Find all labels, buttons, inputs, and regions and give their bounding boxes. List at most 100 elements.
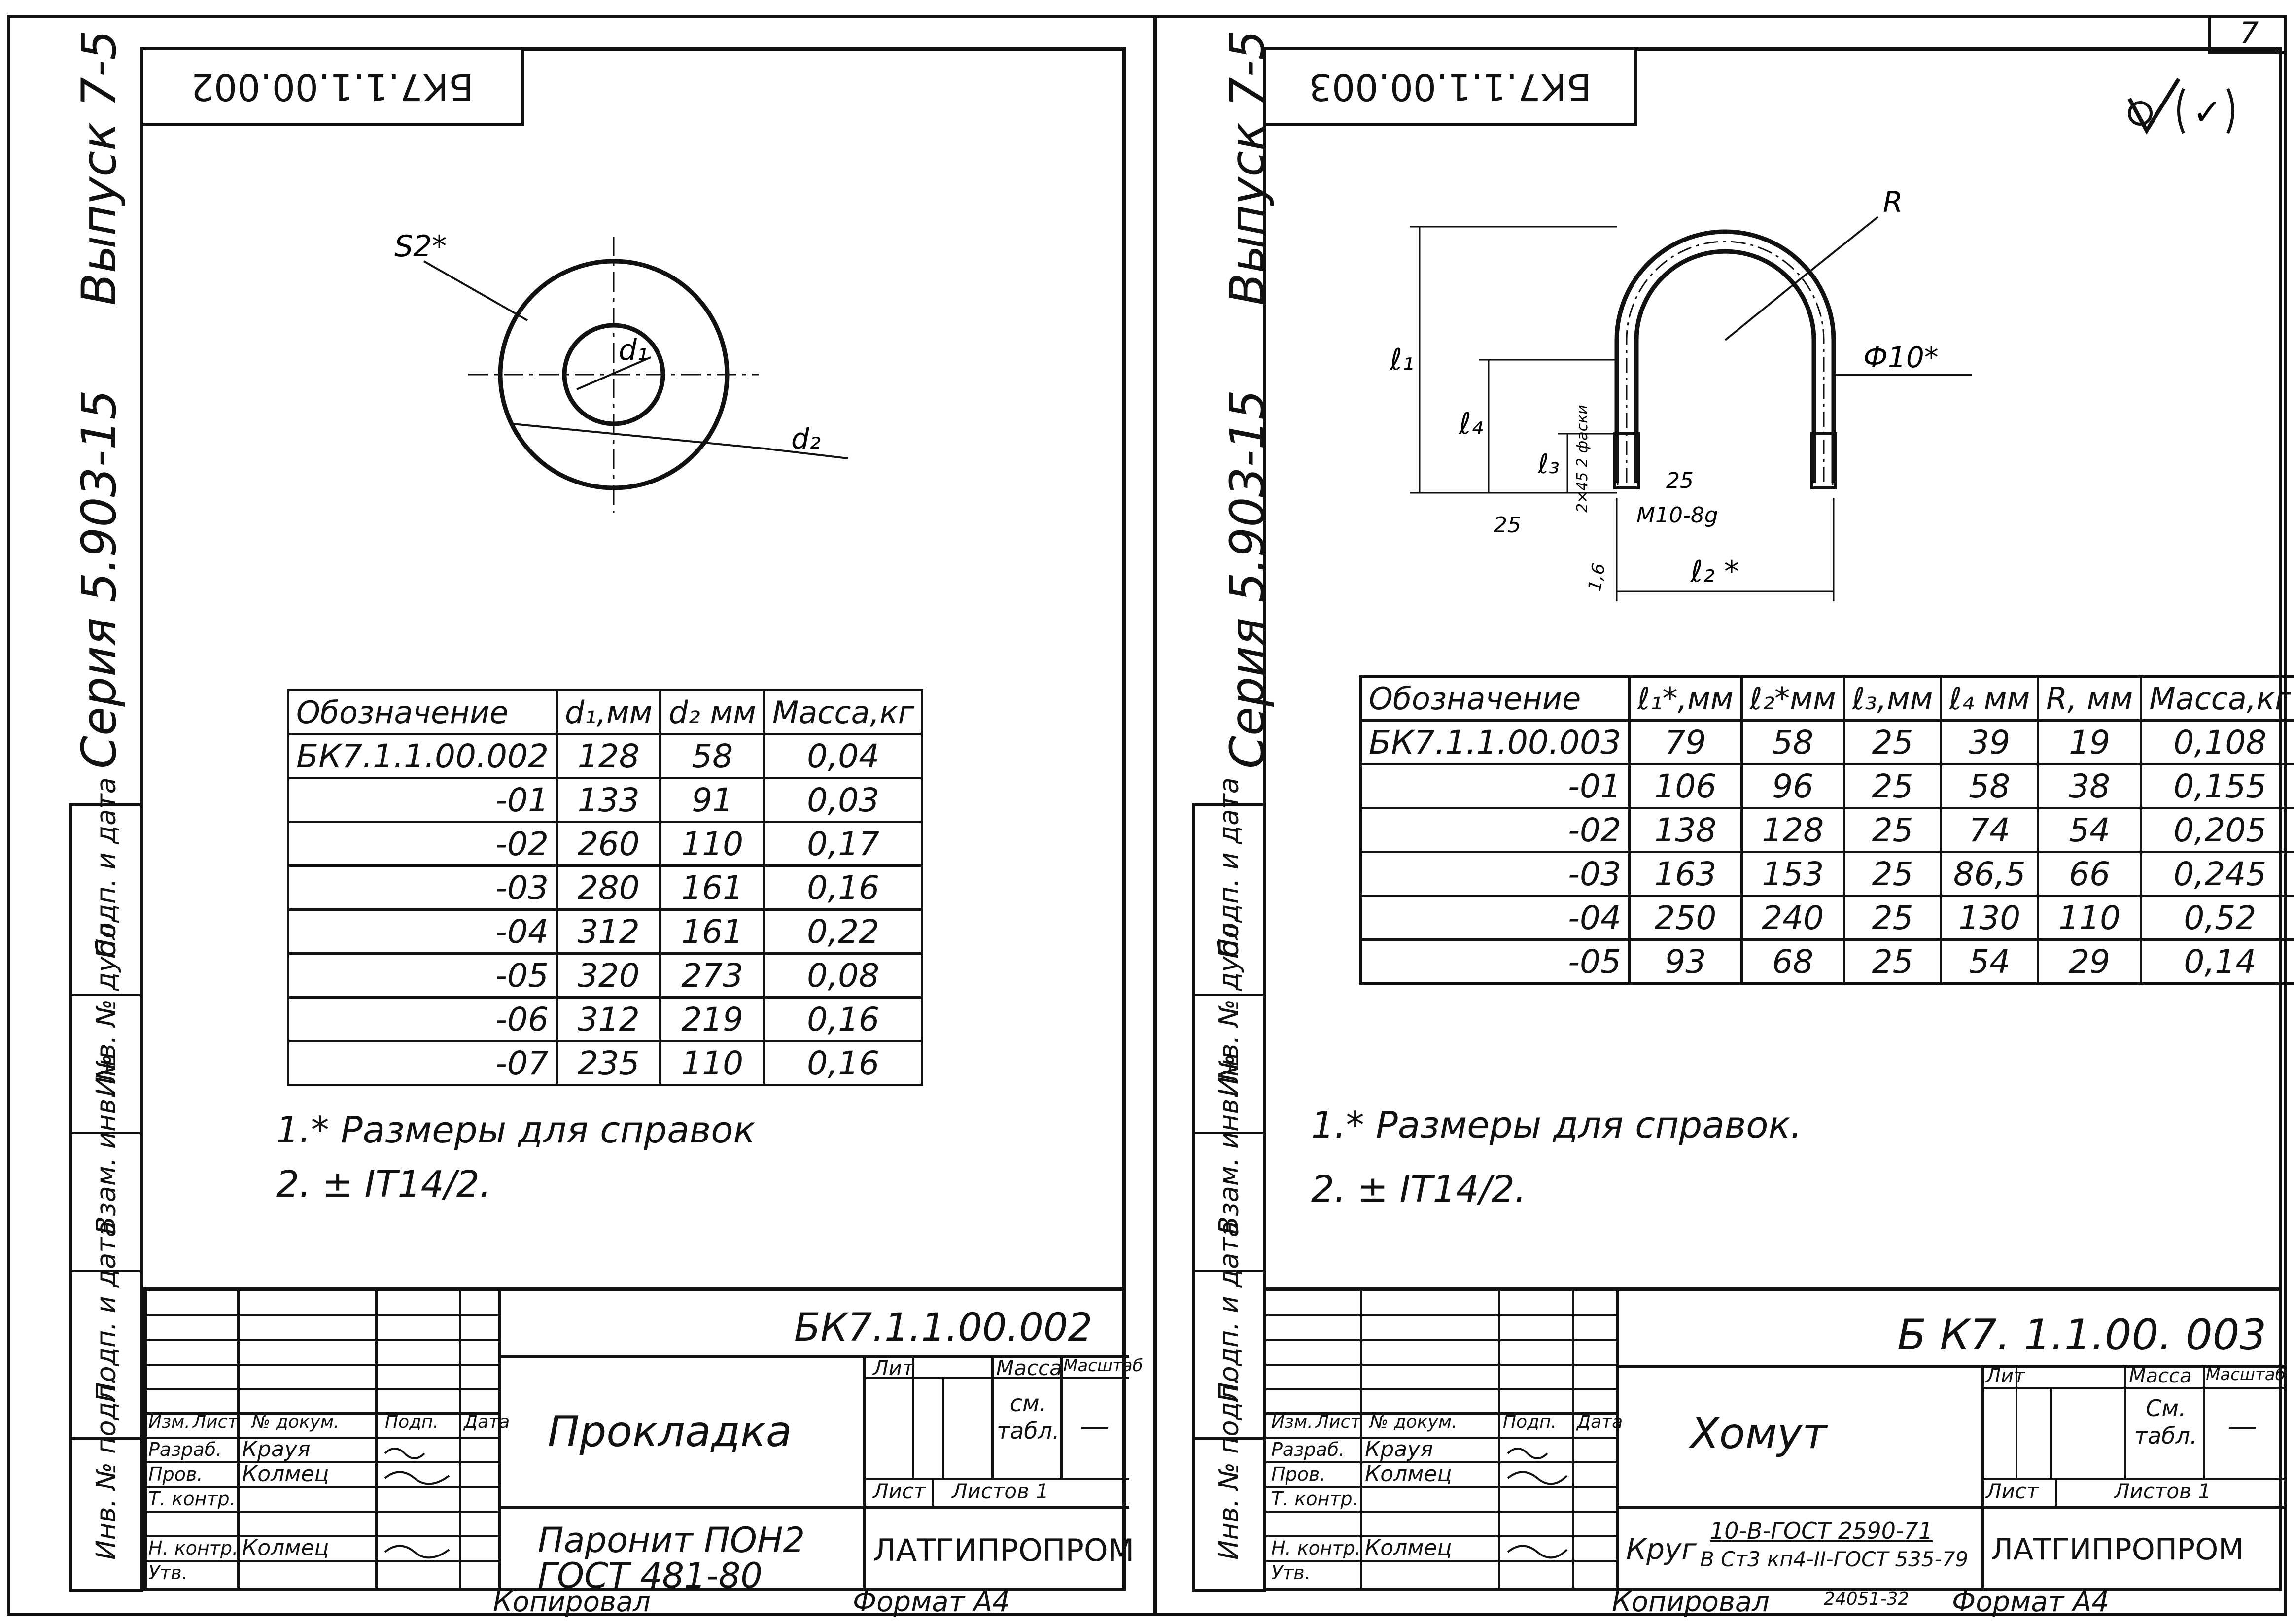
table-cell: 0,08: [763, 952, 924, 999]
table-cell: 0,04: [763, 733, 924, 779]
table-header: R, мм: [2037, 675, 2143, 722]
table-cell: 25: [1842, 807, 1943, 853]
table-cell: 0,16: [763, 1040, 924, 1086]
table-header-row: Обозначение d₁,мм d₂ мм Масса,кг: [287, 689, 924, 735]
table-cell: 0,108: [2140, 719, 2294, 765]
tb-material: Паронит ПОН2 ГОСТ 481-80: [538, 1520, 805, 1596]
tb-role: Т. контр.: [1271, 1488, 1358, 1510]
table-cell: БК7.1.1.00.002: [287, 733, 558, 779]
margin-cell: Инв. № подл.: [72, 1376, 140, 1595]
table-cell: -07: [287, 1040, 558, 1086]
table-cell: 219: [659, 996, 765, 1042]
tb-col-head: № докум.: [1370, 1412, 1458, 1432]
table-cell: 280: [555, 864, 662, 911]
left-note-2: 2. ± IT14/2.: [276, 1163, 491, 1206]
diameter-label: Ф10*: [1863, 341, 1939, 374]
table-cell: 0,16: [763, 864, 924, 911]
table-cell: 0,205: [2140, 807, 2294, 853]
table-cell: 163: [1628, 851, 1743, 897]
table-cell: 91: [659, 777, 765, 823]
right-note-2: 2. ± IT14/2.: [1311, 1168, 1527, 1210]
table-cell: -04: [1359, 895, 1631, 941]
table-cell: 38: [2037, 763, 2143, 809]
table-cell: 79: [1628, 719, 1743, 765]
table-row: -03 163 153 25 86,5 66 0,245: [1359, 851, 2294, 897]
margin-cell: Взам. инв. №: [72, 1054, 140, 1270]
gasket-d1-label: d₁: [619, 333, 648, 367]
table-cell: 25: [1842, 895, 1943, 941]
right-footer-num: 24051-32: [1824, 1589, 1910, 1609]
table-cell: 58: [1740, 719, 1845, 765]
tb-sheets-label: Листов 1: [952, 1479, 1049, 1503]
margin-cell: Инв. № дубл.: [72, 915, 140, 1132]
left-title-block: Изм. Лист № докум. Подп. Дата Разраб. Кр…: [140, 1287, 1143, 1596]
tb-col-head: Подп.: [1503, 1412, 1557, 1432]
table-cell: 0,17: [763, 821, 924, 867]
left-footer-copied: Копировал: [493, 1586, 651, 1618]
tb-person: Колмец: [1365, 1535, 1452, 1560]
tb-col-head: Изм.: [1271, 1412, 1313, 1432]
right-spec-table: Обозначение ℓ₁*,мм ℓ₂*мм ℓ₃,мм ℓ₄ мм R, …: [1359, 675, 2294, 985]
tb-mass-label: Масса: [2129, 1365, 2192, 1387]
table-cell: 29: [2037, 938, 2143, 985]
tb-lit-label: Лит: [1986, 1365, 2025, 1387]
table-header-row: Обозначение ℓ₁*,мм ℓ₂*мм ℓ₃,мм ℓ₄ мм R, …: [1359, 675, 2294, 722]
right-title-block: Изм. Лист № докум. Подп. Дата Разраб. Кр…: [1263, 1287, 2286, 1591]
table-cell: 58: [1940, 763, 2040, 809]
table-row: -01 133 91 0,03: [287, 777, 924, 823]
tb-person: Колмец: [242, 1461, 329, 1486]
table-cell: 0,16: [763, 996, 924, 1042]
tb-scale-value: —: [2227, 1409, 2257, 1444]
table-cell: БК7.1.1.00.003: [1359, 719, 1631, 765]
tb-role: Утв.: [1271, 1562, 1311, 1584]
table-cell: -01: [287, 777, 558, 823]
table-cell: 66: [2037, 851, 2143, 897]
thread-label: М10-8g: [1636, 503, 1718, 528]
table-row: -04 250 240 25 130 110 0,52: [1359, 895, 2294, 941]
table-cell: 161: [659, 864, 765, 911]
table-cell: 128: [1740, 807, 1845, 853]
margin-cell: Инв. № дубл.: [1195, 915, 1263, 1132]
tb-col-head: Лист: [1316, 1412, 1361, 1432]
table-cell: 312: [555, 996, 662, 1042]
margin-cell: Инв. № подл.: [1195, 1376, 1263, 1595]
table-header: ℓ₄ мм: [1940, 675, 2040, 722]
tb-role: Разраб.: [1271, 1439, 1345, 1460]
center-divider: [1153, 18, 1157, 1615]
table-cell: 153: [1740, 851, 1845, 897]
table-cell: 110: [2037, 895, 2143, 941]
right-footer-format: Формат А4: [1952, 1586, 2109, 1618]
table-header: Масса,кг: [763, 689, 924, 735]
table-cell: 110: [659, 1040, 765, 1086]
table-header: d₁,мм: [555, 689, 662, 735]
tb-material-bottom: В Ст3 кп4-II-ГОСТ 535-79: [1700, 1547, 1969, 1571]
l4-label: ℓ₄: [1459, 407, 1483, 441]
tb-col-head: Изм.: [148, 1412, 190, 1432]
gasket-thickness-label: S2*: [394, 229, 447, 264]
table-cell: -03: [1359, 851, 1631, 897]
table-cell: -02: [1359, 807, 1631, 853]
table-header: ℓ₁*,мм: [1628, 675, 1743, 722]
tb-person: Крауя: [242, 1437, 311, 1462]
tb-role: Утв.: [148, 1562, 188, 1584]
table-cell: -01: [1359, 763, 1631, 809]
tb-role: Н. контр.: [1271, 1537, 1361, 1559]
left-stamp: БК7.1.1.00.002: [140, 47, 524, 126]
roughness-check-icon: ✓: [2127, 77, 2234, 135]
check-mark: ✓: [2192, 91, 2222, 133]
radius-label: R: [1883, 185, 1903, 219]
table-row: -01 106 96 25 58 38 0,155: [1359, 763, 2294, 809]
tb-role: Пров.: [148, 1463, 203, 1485]
table-cell: 0,245: [2140, 851, 2294, 897]
table-row: -07 235 110 0,16: [287, 1040, 924, 1086]
left-margin-column: Инв. № подл. Подп. и дата Взам. инв. № И…: [69, 777, 143, 1595]
tb-person: Колмец: [1365, 1461, 1452, 1486]
table-cell: 25: [1842, 719, 1943, 765]
left-series-label: Серия 5.903-15: [71, 389, 127, 769]
gasket-drawing: S2* d₁ d₂: [394, 229, 848, 513]
tb-col-head: № докум.: [252, 1412, 340, 1432]
l3-label: ℓ₃: [1537, 449, 1560, 480]
table-row: -03 280 161 0,16: [287, 864, 924, 911]
table-cell: 273: [659, 952, 765, 999]
tb-scale-label: Масштаб: [1063, 1356, 1143, 1376]
